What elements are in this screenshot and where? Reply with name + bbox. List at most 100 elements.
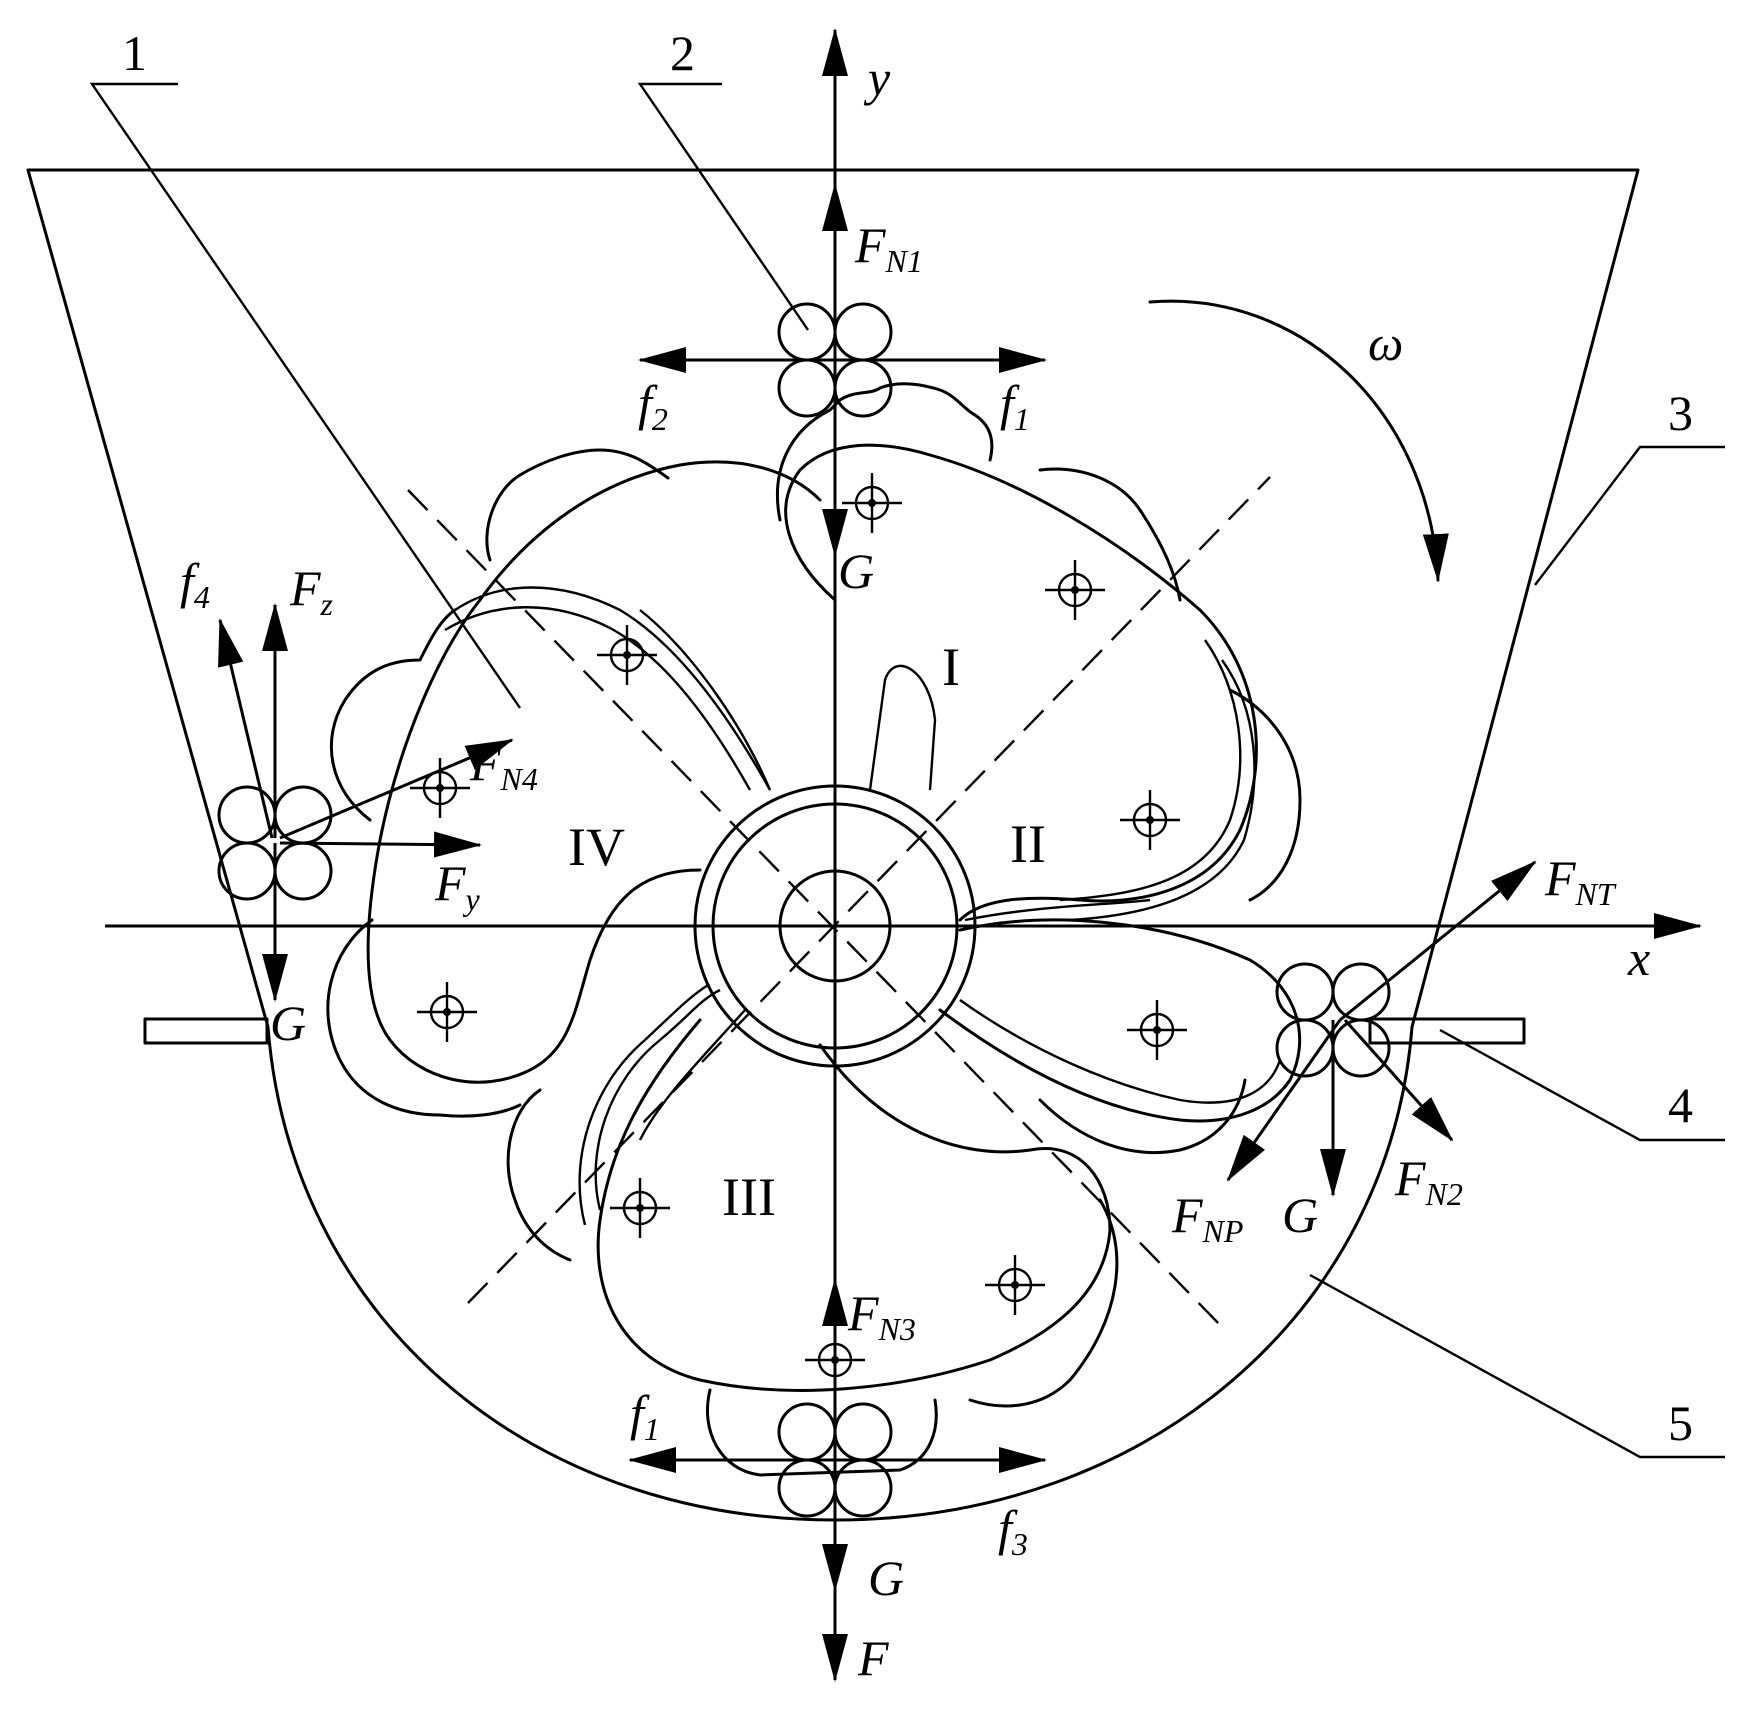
part-number-5: 5 bbox=[1668, 1395, 1693, 1451]
sector-label-II: II bbox=[1010, 814, 1046, 874]
center-of-mass-marker bbox=[417, 982, 477, 1042]
force-vectors bbox=[218, 183, 1537, 1682]
gear-rim-bottom-right bbox=[968, 1198, 1119, 1408]
roller bbox=[777, 358, 837, 418]
blade-inner-rail-right2 bbox=[1069, 659, 1256, 922]
label-FN2: FN2 bbox=[1394, 1150, 1463, 1212]
part-number-3: 3 bbox=[1668, 385, 1693, 441]
diagonal-135 bbox=[407, 489, 1223, 1328]
spoke-left bbox=[639, 609, 772, 791]
blade-inner-rail-lower bbox=[594, 988, 721, 1211]
spoke-right bbox=[964, 898, 1151, 922]
gear-rim-left-lower bbox=[326, 918, 522, 1118]
center-of-mass-marker bbox=[597, 625, 657, 685]
roller bbox=[833, 1458, 893, 1518]
label-FNP: FNP bbox=[1171, 1187, 1243, 1249]
roller bbox=[777, 1458, 837, 1518]
center-of-mass-marker bbox=[805, 1330, 865, 1390]
labels: 1 2 3 4 5 I II III IV x y ω FN1 f2 f1 G … bbox=[122, 25, 1693, 1686]
roller bbox=[777, 1402, 837, 1462]
label-FN4: FN4 bbox=[469, 735, 538, 797]
label-Fy: Fy bbox=[434, 855, 481, 917]
part-number-1: 1 bbox=[122, 25, 147, 81]
roller bbox=[777, 302, 837, 362]
vector-f4 bbox=[218, 618, 274, 839]
label-f4: f4 bbox=[180, 553, 210, 615]
label-F-bottom: F bbox=[857, 1630, 889, 1686]
label-f2-top: f2 bbox=[638, 375, 668, 437]
leader-2 bbox=[637, 82, 809, 331]
vector-FN4 bbox=[279, 738, 514, 840]
roller bbox=[1331, 1018, 1391, 1078]
center-of-mass-marker bbox=[610, 1178, 670, 1238]
axis-label-x: x bbox=[1627, 930, 1650, 986]
label-f3-bottom: f3 bbox=[998, 1500, 1028, 1562]
label-G-bottom: G bbox=[868, 1550, 904, 1606]
center-of-mass-marker bbox=[1045, 560, 1105, 620]
blade-IV bbox=[366, 460, 822, 1084]
blade-inner-rail-lower2 bbox=[578, 983, 709, 1226]
center-of-mass-marker bbox=[842, 473, 902, 533]
hub-middle bbox=[711, 802, 959, 1050]
part-number-4: 4 bbox=[1668, 1077, 1693, 1133]
flange-left bbox=[143, 1017, 269, 1045]
blade-inner-rail-upper bbox=[454, 586, 772, 791]
gear-rim-right-lower bbox=[1038, 1078, 1247, 1155]
leader-1 bbox=[89, 82, 521, 709]
leader-5 bbox=[1309, 1273, 1725, 1459]
sector-label-I: I bbox=[942, 637, 960, 697]
gear-rim-upper-left bbox=[485, 448, 670, 562]
gear-rim-right-upper bbox=[1038, 467, 1182, 602]
label-G-top: G bbox=[838, 543, 874, 599]
flange-right bbox=[1368, 1017, 1526, 1045]
gear-rim-bottom-left bbox=[506, 1088, 572, 1262]
blade-I bbox=[784, 443, 1258, 922]
roller bbox=[217, 841, 277, 901]
hopper-outline bbox=[26, 168, 1640, 1029]
part-leaders bbox=[89, 82, 1725, 1459]
roller bbox=[833, 1402, 893, 1462]
blade-III bbox=[596, 1018, 1112, 1392]
roller bbox=[273, 841, 333, 901]
axis-label-y: y bbox=[863, 50, 891, 106]
label-Fz: Fz bbox=[289, 560, 334, 622]
blade-II bbox=[938, 918, 1302, 1123]
label-G-left: G bbox=[270, 995, 306, 1051]
label-FN1: FN1 bbox=[854, 217, 923, 279]
sector-label-IV: IV bbox=[568, 817, 625, 877]
hub-outer bbox=[693, 784, 977, 1068]
blade-inner-rail-bottom bbox=[959, 999, 1282, 1104]
vector-Fy bbox=[279, 831, 482, 858]
label-G-right: G bbox=[1282, 1187, 1318, 1243]
gear-rim-left-outer bbox=[329, 608, 457, 822]
leader-3 bbox=[1534, 445, 1725, 586]
rotation-label: ω bbox=[1368, 315, 1403, 371]
gear-rim-right bbox=[1228, 688, 1302, 902]
roller bbox=[833, 302, 893, 362]
label-f1-top: f1 bbox=[1000, 375, 1030, 437]
center-of-mass-marker bbox=[985, 1255, 1045, 1315]
center-of-mass-marker bbox=[1127, 1000, 1187, 1060]
roller bbox=[1331, 962, 1391, 1022]
dashed-diagonals bbox=[407, 476, 1271, 1328]
roller bbox=[273, 785, 333, 845]
blades bbox=[366, 443, 1302, 1392]
diagonal-45 bbox=[467, 476, 1271, 1304]
vector-FNT bbox=[1339, 860, 1537, 1022]
sector-label-III: III bbox=[722, 1167, 776, 1227]
leader-4 bbox=[1439, 1028, 1725, 1142]
label-FNT: FNT bbox=[1544, 850, 1617, 912]
center-of-mass-marker bbox=[410, 758, 470, 818]
blade-inner-rail-right bbox=[1059, 639, 1242, 902]
label-f1-bottom: f1 bbox=[630, 1385, 660, 1447]
hub-inner bbox=[778, 869, 892, 983]
spoke-lower bbox=[638, 1009, 746, 1141]
vector-FNP bbox=[1226, 1019, 1342, 1182]
vector-FN2 bbox=[1343, 1019, 1454, 1142]
rotation-arrow bbox=[1148, 299, 1449, 582]
gear-rim-bottom bbox=[705, 1388, 938, 1477]
label-FN3: FN3 bbox=[847, 1285, 916, 1347]
blade-inner-rail-upper2 bbox=[444, 606, 752, 791]
hub bbox=[693, 784, 977, 1068]
